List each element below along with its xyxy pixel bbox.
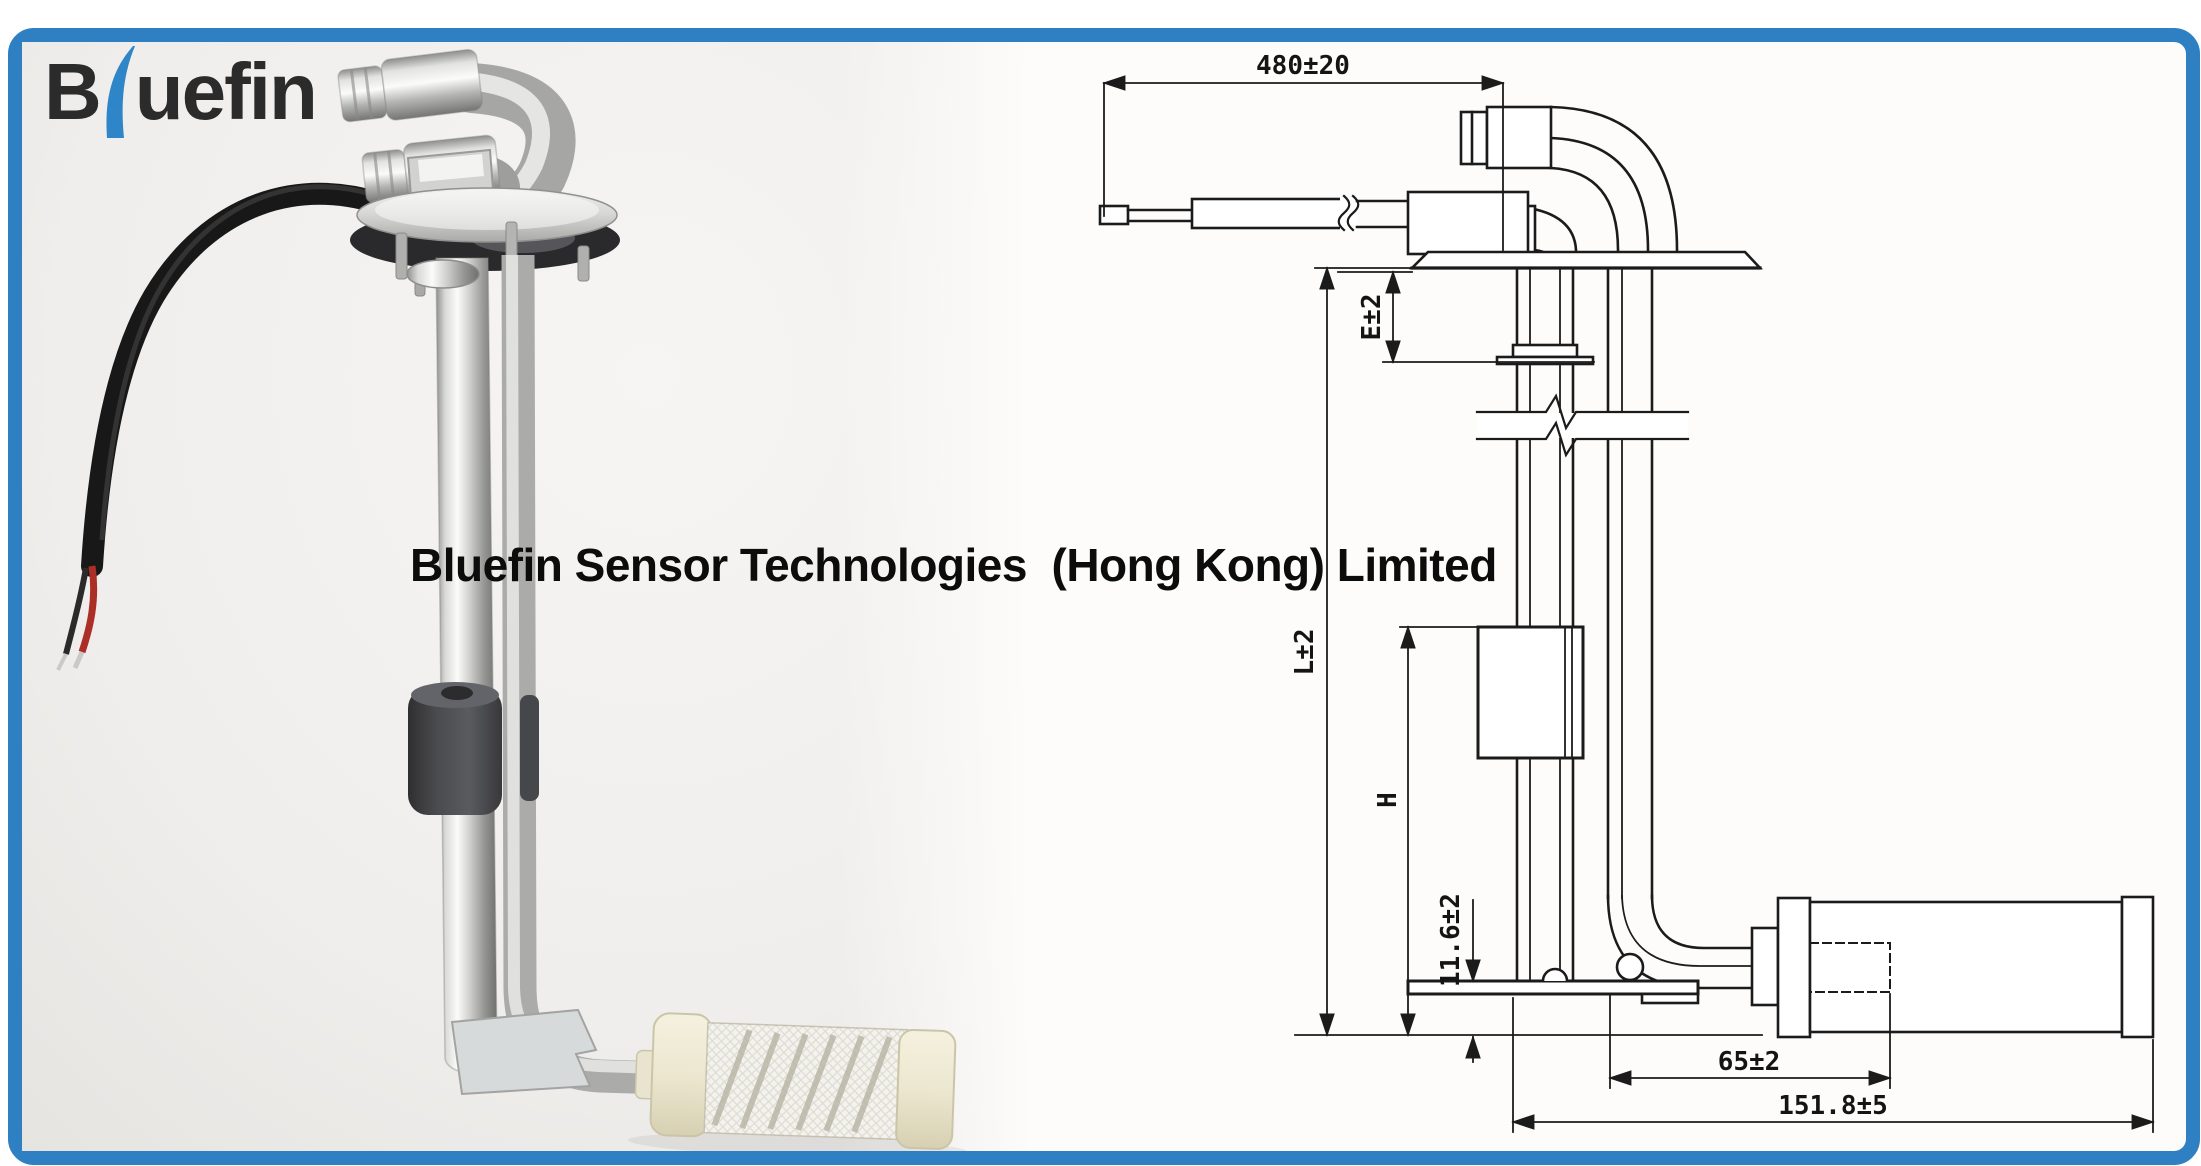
- black-wire: [63, 567, 89, 655]
- sensor-cable: [56, 182, 409, 671]
- dim-label-filter-overlap: 65±2: [1718, 1047, 1781, 1077]
- dim-label-overall-length: L±2: [1290, 629, 1320, 676]
- dim-label-filter-length: 151.8±5: [1778, 1091, 1888, 1121]
- dim-label-float-travel: H: [1373, 792, 1403, 808]
- tube-damper: [520, 695, 539, 801]
- dim-label-pickup-offset: 11.6±2: [1436, 893, 1466, 987]
- tube-collar: [406, 259, 480, 289]
- drawing-geometry: [1098, 105, 2155, 1039]
- pipe-break-symbol: [1475, 393, 1690, 458]
- mounting-flange: [350, 187, 620, 271]
- filter-spring: [711, 1029, 893, 1133]
- fuel-filter: [627, 1012, 968, 1151]
- float: [408, 682, 539, 815]
- logo-text-start: B: [44, 47, 102, 136]
- drawn-flange: [1408, 250, 1764, 270]
- dim-label-cable-length: 480±20: [1256, 51, 1350, 81]
- technical-drawing: 480±20 E±2 L±2 H 11.6±2 65±2 151.8±5: [1098, 51, 2155, 1133]
- fin-swoosh-icon: [106, 46, 135, 138]
- drawn-outlet-tube: [1606, 266, 1754, 990]
- dimension-lines: [1102, 75, 2155, 1133]
- company-title: Bluefin Sensor Technologies (Hong Kong) …: [410, 539, 1497, 591]
- red-wire: [78, 565, 98, 654]
- hose-barb-fitting-upper: [337, 48, 483, 123]
- drawn-filter: [1750, 895, 2155, 1039]
- drawn-float: [1476, 625, 1585, 760]
- logo-text-end: uefin: [134, 47, 318, 136]
- wire-tip: [56, 653, 68, 671]
- wire-tip: [72, 650, 85, 670]
- drawn-collar: [1495, 343, 1595, 366]
- bluefin-logo: B uefin: [44, 46, 318, 144]
- drawn-cable: [1098, 194, 1410, 232]
- drawn-bracket: [1406, 952, 1700, 1005]
- drawn-head-block: [1406, 190, 1530, 256]
- dim-label-flange-to-collar: E±2: [1357, 294, 1387, 341]
- product-photo: [22, 42, 1032, 1151]
- dimension-labels: 480±20 E±2 L±2 H 11.6±2 65±2 151.8±5: [1256, 51, 1888, 1121]
- bottom-bracket: [450, 1008, 598, 1096]
- elbow-outer: [1549, 105, 1679, 252]
